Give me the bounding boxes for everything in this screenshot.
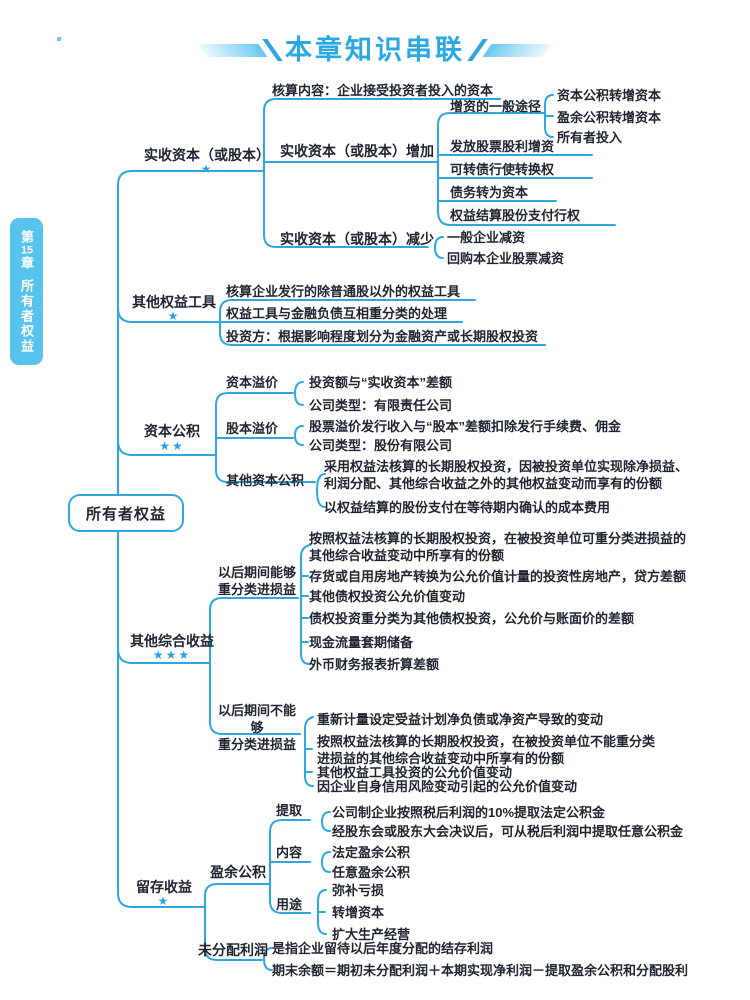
page-title: 本章知识串联 [285,35,465,65]
tree-node: 其他权益工具投资的公允价值变动 [317,765,513,780]
tree-node: 公司类型：有限责任公司 [309,398,453,413]
branch-paid-in-capital: 实收资本（或股本） [144,147,270,163]
chapter-number: 15 [20,244,34,256]
tree-node: 因企业自身信用风险变动引起的公允价值变动 [317,779,578,794]
tree-node: 盈余公积转增资本 [557,110,662,125]
tree-node: 资本公积转增资本 [557,88,662,103]
tree-node: 法定盈余公积 [332,845,411,860]
tree-node: 重新计量设定受益计划净负债或净资产导致的变动 [317,712,604,727]
tree-node: 其他债权投资公允价值变动 [309,589,466,604]
node-content: 内容 [276,845,303,860]
tree-node: 投资方：根据影响程度划分为金融资产或长期股权投资 [226,329,539,344]
tree-node: 外币财务报表折算差额 [309,657,440,672]
star-rating: ★ [200,162,214,176]
tree-node: 经股东会或股东大会决议后，可从税后利润中提取任意公积金 [332,824,684,839]
star-rating: ★ [167,309,181,323]
node-accounting-content: 核算内容：企业接受投资者投入的资本 [272,83,494,98]
tree-node: 任意盈余公积 [332,865,411,880]
tree-node: 权益结算股份支付行权 [450,208,581,223]
branch-retained-earnings: 留存收益 [136,879,192,895]
tree-node: 股票溢价发行收入与“股本”差额扣除发行手续费、佣金 [309,419,622,434]
tree-node: 以权益结算的股份支付在等待期内确认的成本费用 [324,500,611,515]
star-rating: ★ [157,894,171,908]
branch-other-comprehensive-income: 其他综合收益 [130,633,214,649]
page-header: 本章知识串联 [0,30,750,70]
node-capital-premium: 资本溢价 [226,375,279,390]
star-rating: ★★★ [152,648,192,662]
tree-node: 债务转为资本 [450,185,529,200]
tree-node: 扩大生产经营 [332,927,411,942]
tree-node: 一般企业减资 [447,230,526,245]
tree-node: 公司制企业按照税后利润的10%提取法定公积金 [332,805,606,820]
tree-node: 投资额与“实收资本”差额 [309,375,453,390]
node-undistributed-profit: 未分配利润 [198,942,268,958]
root-node-owners-equity: 所有者权益 [68,494,184,532]
branch-capital-reserve: 资本公积 [144,423,200,439]
tree-node: 弥补亏损 [332,883,385,898]
tree-node: 存货或自用房地产转换为公允价值计量的投资性房地产，贷方差额 [309,569,687,584]
node-capital-increase: 实收资本（或股本）增加 [280,143,434,159]
tree-node: 期末余额＝期初未分配利润＋本期实现净利润－提取盈余公积和分配股利 [272,963,689,978]
tree-node: 转增资本 [332,905,385,920]
tree-node: 公司类型：股份有限公司 [309,438,453,453]
tree-node: 权益工具与金融负债互相重分类的处理 [226,306,448,321]
node-withdrawal: 提取 [276,803,303,818]
node-usage: 用途 [276,897,303,912]
tree-node: 发放股票股利增资 [450,139,555,154]
node-other-capital-reserve: 其他资本公积 [226,473,305,488]
corner-speck [57,37,61,41]
tree-node: 回购本企业股票减资 [447,251,565,266]
tree-node: 按照权益法核算的长期股权投资，在被投资单位可重分类进损益的 其他综合收益变动中所… [309,531,687,563]
node-non-reclassifiable-to-pl: 以后期间不能够 重分类进损益 [217,703,296,752]
node-reclassifiable-to-pl: 以后期间能够 重分类进损益 [217,565,296,597]
node-capital-decrease: 实收资本（或股本）减少 [280,231,434,247]
chapter-suffix: 章 [19,255,34,271]
tree-node: 现金流量套期储备 [309,635,414,650]
node-increase-common-ways: 增资的一般途径 [450,99,542,114]
chapter-prefix: 第 [19,229,34,245]
tree-node: 是指企业留待以后年度分配的结存利润 [272,941,494,956]
tree-node: 采用权益法核算的长期股权投资，因被投资单位实现除净损益、 利润分配、其他综合收益… [324,459,689,491]
tree-node: 核算企业发行的除普通股以外的权益工具 [226,284,461,299]
tree-node: 债权投资重分类为其他债权投资，公允价与账面价的差额 [309,611,635,626]
node-surplus-reserve: 盈余公积 [210,864,266,880]
node-share-premium: 股本溢价 [226,421,279,436]
star-rating: ★★ [159,439,185,453]
tree-node: 可转债行使转换权 [450,162,555,177]
branch-other-equity-instruments: 其他权益工具 [132,294,216,310]
chapter-title: 所有者权益 [19,278,34,354]
tree-node: 所有者投入 [557,130,623,145]
tree-node: 按照权益法核算的长期股权投资，在被投资单位不能重分类 进损益的其他综合收益变动中… [317,734,656,766]
